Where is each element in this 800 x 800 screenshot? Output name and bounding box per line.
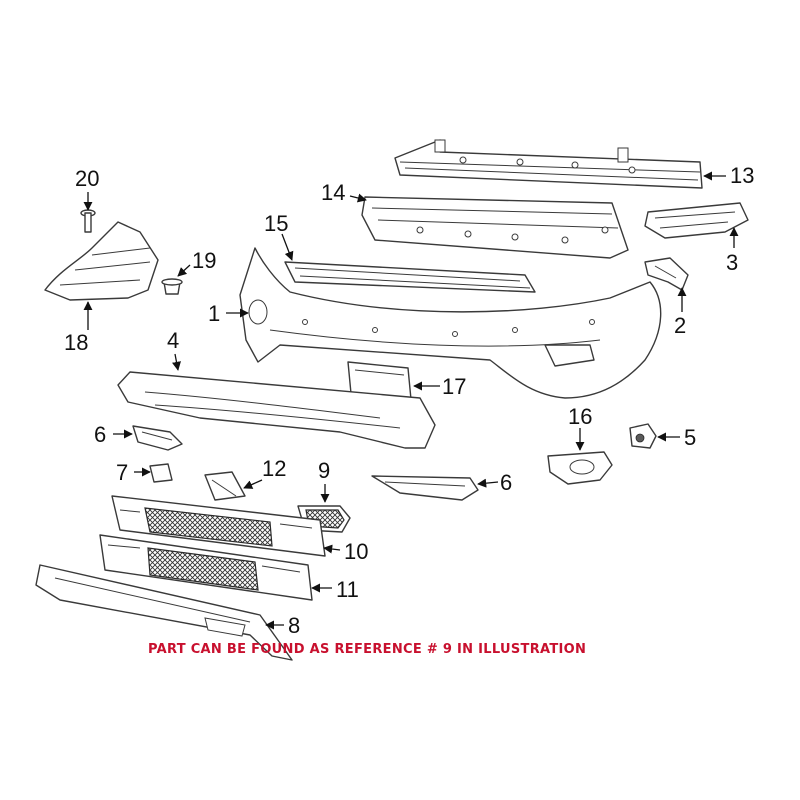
part-7-cap [149, 463, 173, 483]
part-6-right-trim [371, 475, 479, 501]
part-6-left-trim [132, 425, 183, 451]
part-13-reinforcement-beam [394, 139, 703, 189]
callout-10: 10 [344, 539, 368, 564]
part-15-upper-retainer [284, 261, 536, 293]
callout-numbers: 20 19 18 1 15 14 13 3 2 4 17 6 16 5 7 12… [64, 163, 754, 638]
callout-15: 15 [264, 211, 288, 236]
callout-17: 17 [442, 374, 466, 399]
callout-14: 14 [321, 180, 345, 205]
callout-6-left: 6 [94, 422, 106, 447]
part-5-sensor [629, 423, 657, 449]
part-16-fog-bezel [547, 451, 613, 485]
part-8-lower-surround [35, 564, 293, 661]
callout-16: 16 [568, 404, 592, 429]
callout-9: 9 [318, 458, 330, 483]
part-14-energy-absorber [361, 196, 629, 259]
callout-6-right: 6 [500, 470, 512, 495]
callout-1: 1 [208, 301, 220, 326]
part-11-grille-panel [99, 534, 313, 601]
part-4-lower-valance [117, 371, 436, 449]
callout-8: 8 [288, 613, 300, 638]
part-19-clip [161, 278, 183, 295]
callout-19: 19 [192, 248, 216, 273]
part-20-bolt [80, 209, 96, 233]
reference-note: PART CAN BE FOUND AS REFERENCE # 9 IN IL… [148, 642, 586, 657]
part-12-bezel [204, 471, 246, 501]
callout-3: 3 [726, 250, 738, 275]
callout-5: 5 [684, 425, 696, 450]
callout-12: 12 [262, 456, 286, 481]
callout-2: 2 [674, 313, 686, 338]
callout-13: 13 [730, 163, 754, 188]
part-10-grille-panel [111, 495, 326, 557]
callout-20: 20 [75, 166, 99, 191]
part-3-bracket [644, 202, 749, 239]
part-1-bumper-cover [239, 247, 662, 399]
callout-7: 7 [116, 460, 128, 485]
leader-lines [83, 171, 739, 630]
callout-11: 11 [336, 577, 359, 602]
part-18-skid-plate [44, 221, 159, 301]
callout-18: 18 [64, 330, 88, 355]
callout-4: 4 [167, 328, 179, 353]
